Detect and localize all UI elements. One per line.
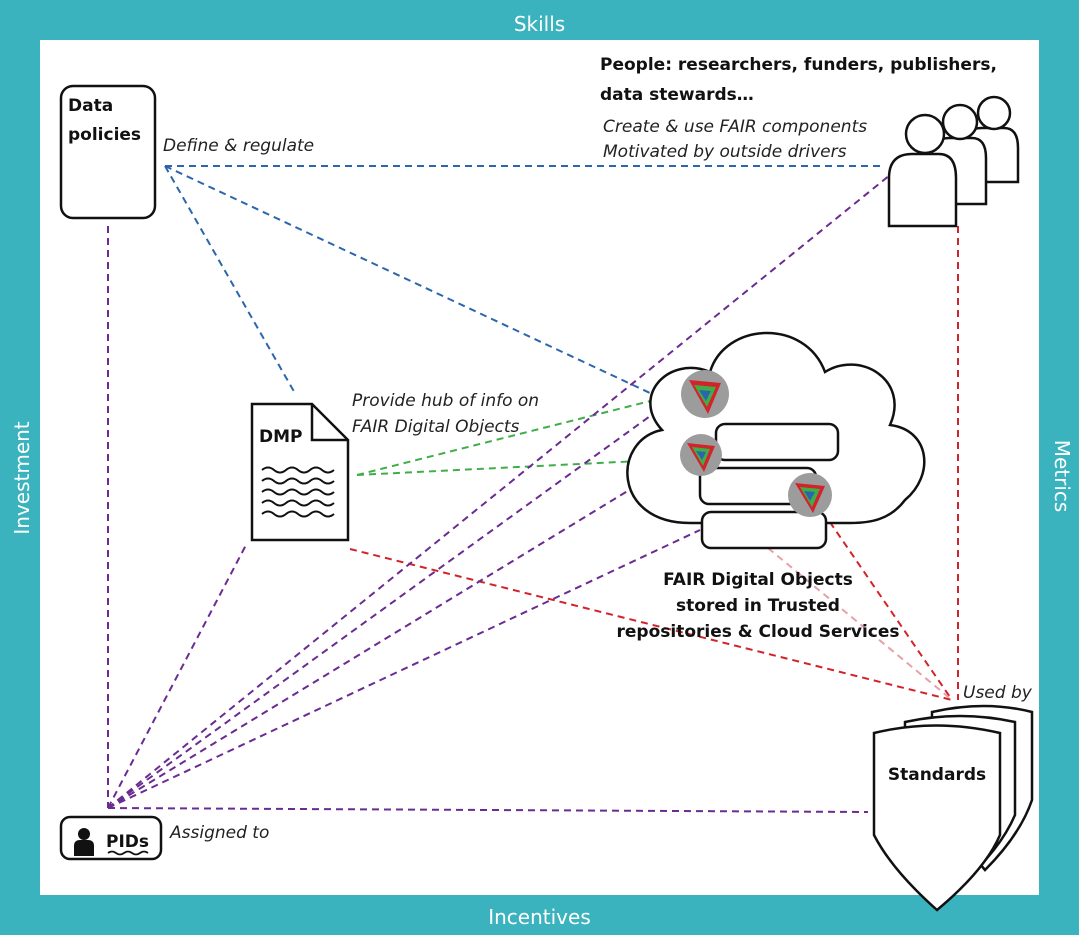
server-rack-3 [700,510,828,550]
dmp-text-waves [261,466,335,518]
data-policies-node[interactable]: Data policies [59,84,157,220]
edge-pids-fdo2 [107,458,681,809]
edge-label-define-regulate: Define & regulate [163,136,314,156]
edge-dmp-standards [349,548,953,701]
cloud-node[interactable] [626,331,926,550]
edge-pids-fdo1 [107,392,683,809]
fdo-object-icon-2 [680,434,722,476]
data-policies-label-1: Data [68,96,113,116]
edge-policies-dmp [164,165,297,396]
frame-label-incentives: Incentives [488,905,591,929]
edge-dmp-fdo2 [356,458,681,476]
people-title-1: People: researchers, funders, publishers… [600,55,997,75]
edge-label-provide-hub-2: FAIR Digital Objects [352,417,520,437]
cloud-caption-3: repositories & Cloud Services [617,622,900,642]
data-policies-label-2: policies [68,125,141,145]
people-desc-1: Create & use FAIR components [603,117,867,137]
dmp-node[interactable]: DMP [250,402,350,542]
people-node[interactable]: People: researchers, funders, publishers… [600,55,1020,228]
person-silhouette-icon [74,828,94,856]
cloud-caption-2: stored in Trusted [676,596,840,616]
connectors [107,165,959,813]
edge-pids-standards [107,807,869,813]
cloud-caption-1: FAIR Digital Objects [663,570,853,590]
pids-label: PIDs [106,832,149,852]
edge-dmp-fdo1 [356,392,683,476]
people-group-icon [887,95,1020,228]
cloud-caption: FAIR Digital Objects stored in Trusted r… [617,570,900,642]
server-rack-1 [714,422,840,462]
edge-label-assigned-to: Assigned to [169,823,269,843]
standards-label: Standards [888,765,986,785]
standards-node[interactable]: Standards [872,704,1034,912]
edge-label-used-by: Used by [963,683,1033,703]
stacked-documents-icon [872,704,1034,912]
frame-label-skills: Skills [513,12,566,36]
edge-fdo3-standards [822,511,953,701]
edge-policies-cloud [164,165,651,394]
dmp-label: DMP [259,427,303,447]
pids-node[interactable]: PIDs [59,815,163,861]
document-icon [59,84,157,220]
edge-label-provide-hub-1: Provide hub of info on [352,391,539,411]
pids-text-waves [107,850,149,856]
people-title-2: data stewards… [600,85,754,105]
edge-pids-dmp [107,544,247,809]
people-desc-2: Motivated by outside drivers [603,142,847,162]
edge-cloud-standards [767,547,953,701]
fdo-object-icon-1 [681,370,729,418]
edge-pids-cloud [107,529,701,809]
fdo-object-icon-3 [788,473,832,517]
